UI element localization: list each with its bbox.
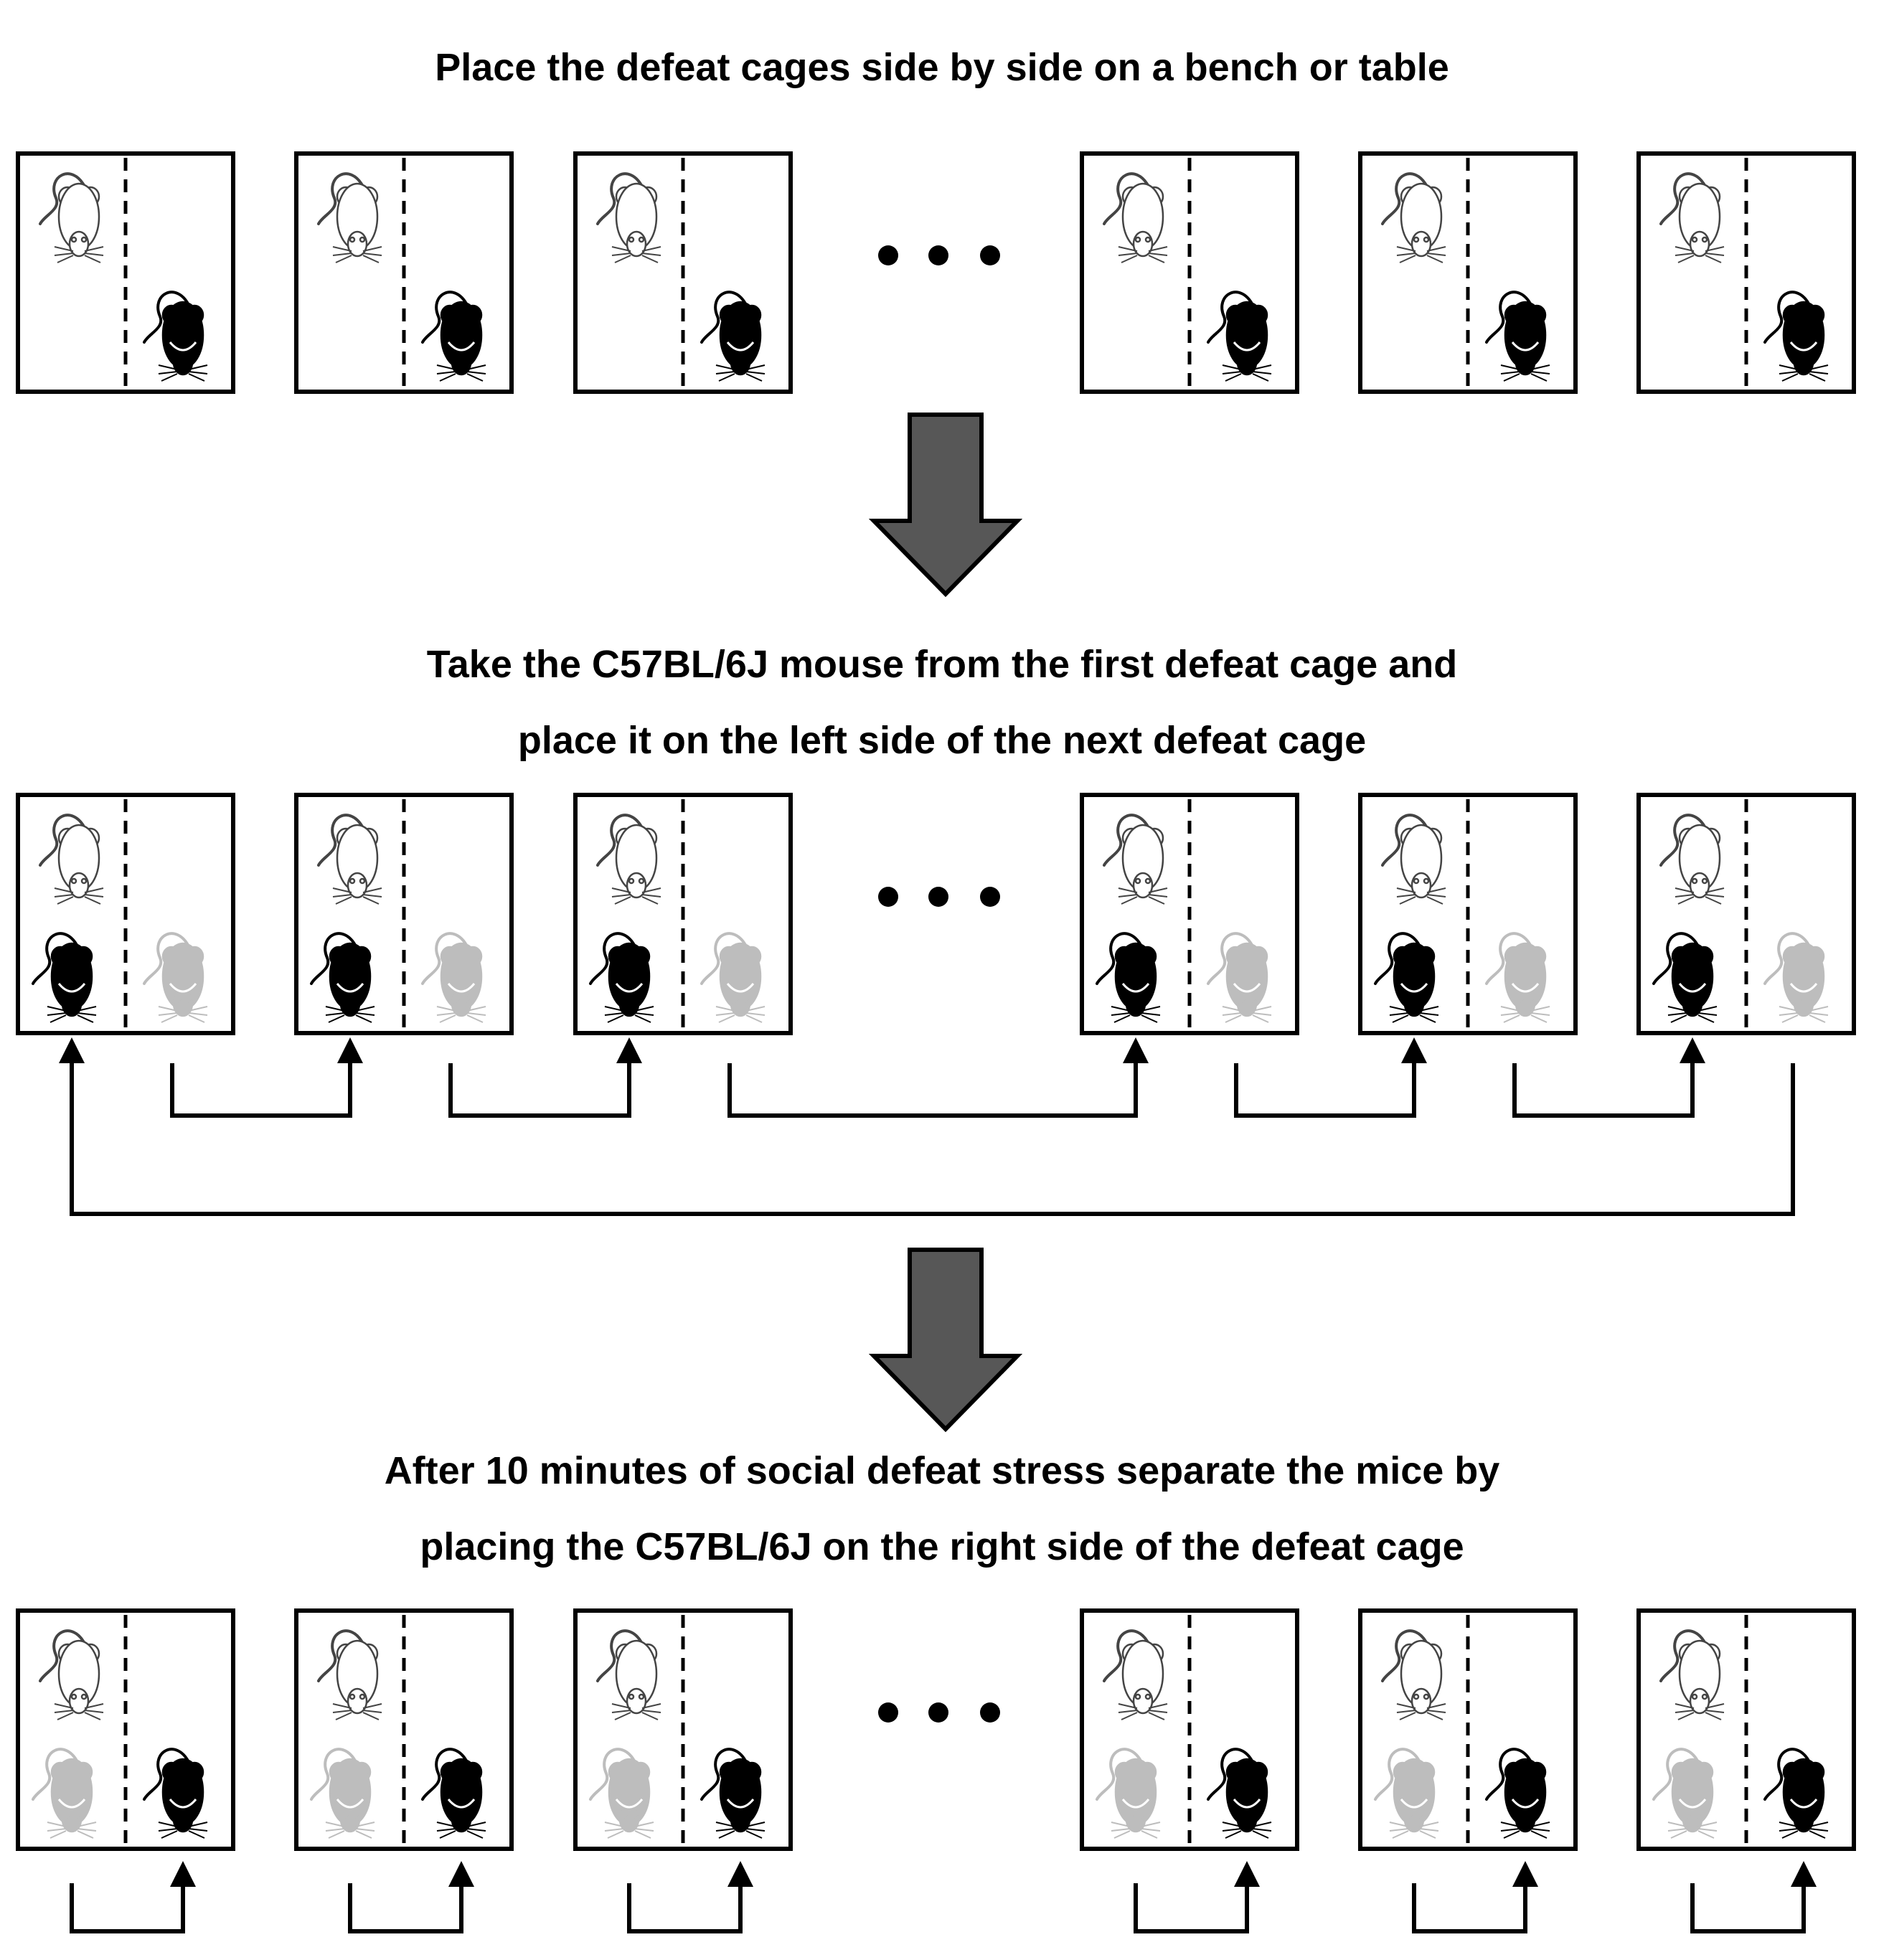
defeat-cage — [573, 151, 793, 394]
defeat-cage — [16, 151, 235, 394]
defeat-cage — [573, 793, 793, 1035]
defeat-cage — [16, 1608, 235, 1851]
defeat-cage — [1358, 1608, 1578, 1851]
defeat-cage — [1358, 793, 1578, 1035]
transfer-arrow — [1512, 1037, 1705, 1118]
step-2-heading-line-2: place it on the left side of the next de… — [517, 719, 1367, 762]
defeat-cage — [1636, 1608, 1856, 1851]
ellipsis-icon — [980, 887, 1000, 907]
defeat-cage — [573, 1608, 793, 1851]
defeat-cage — [1636, 793, 1856, 1035]
transfer-arrow — [448, 1037, 642, 1118]
ellipsis-icon — [878, 245, 898, 265]
defeat-cage — [1636, 151, 1856, 394]
separation-arrow — [70, 1861, 196, 1933]
ellipsis-icon — [878, 887, 898, 907]
defeat-cage — [1080, 1608, 1299, 1851]
defeat-cage — [1080, 793, 1299, 1035]
separation-arrow — [627, 1861, 753, 1933]
ellipsis-icon — [980, 245, 1000, 265]
down-arrow-icon — [868, 1248, 1023, 1433]
step-3-heading-line-2: placing the C57BL/6J on the right side o… — [420, 1525, 1464, 1568]
ellipsis-icon — [878, 1702, 898, 1723]
step-3-heading-line-1: After 10 minutes of social defeat stress… — [384, 1449, 1500, 1492]
ellipsis-icon — [980, 1702, 1000, 1723]
separation-arrow — [1412, 1861, 1538, 1933]
transfer-arrow — [1234, 1037, 1427, 1118]
defeat-cage — [294, 151, 514, 394]
transfer-arrow — [170, 1037, 363, 1118]
ellipsis-icon — [928, 245, 948, 265]
separation-arrow — [348, 1861, 474, 1933]
step-1-heading: Place the defeat cages side by side on a… — [435, 46, 1449, 89]
step-2-heading-line-1: Take the C57BL/6J mouse from the first d… — [426, 643, 1458, 686]
defeat-cage — [1358, 151, 1578, 394]
defeat-cage — [16, 793, 235, 1035]
defeat-cage — [294, 1608, 514, 1851]
separation-arrow — [1134, 1861, 1260, 1933]
ellipsis-icon — [928, 1702, 948, 1723]
separation-arrow — [1690, 1861, 1817, 1933]
ellipsis-icon — [928, 887, 948, 907]
transfer-arrow — [727, 1037, 1149, 1118]
down-arrow-icon — [868, 413, 1023, 598]
defeat-cage — [294, 793, 514, 1035]
wraparound-arrow — [59, 1037, 1795, 1216]
defeat-cage — [1080, 151, 1299, 394]
